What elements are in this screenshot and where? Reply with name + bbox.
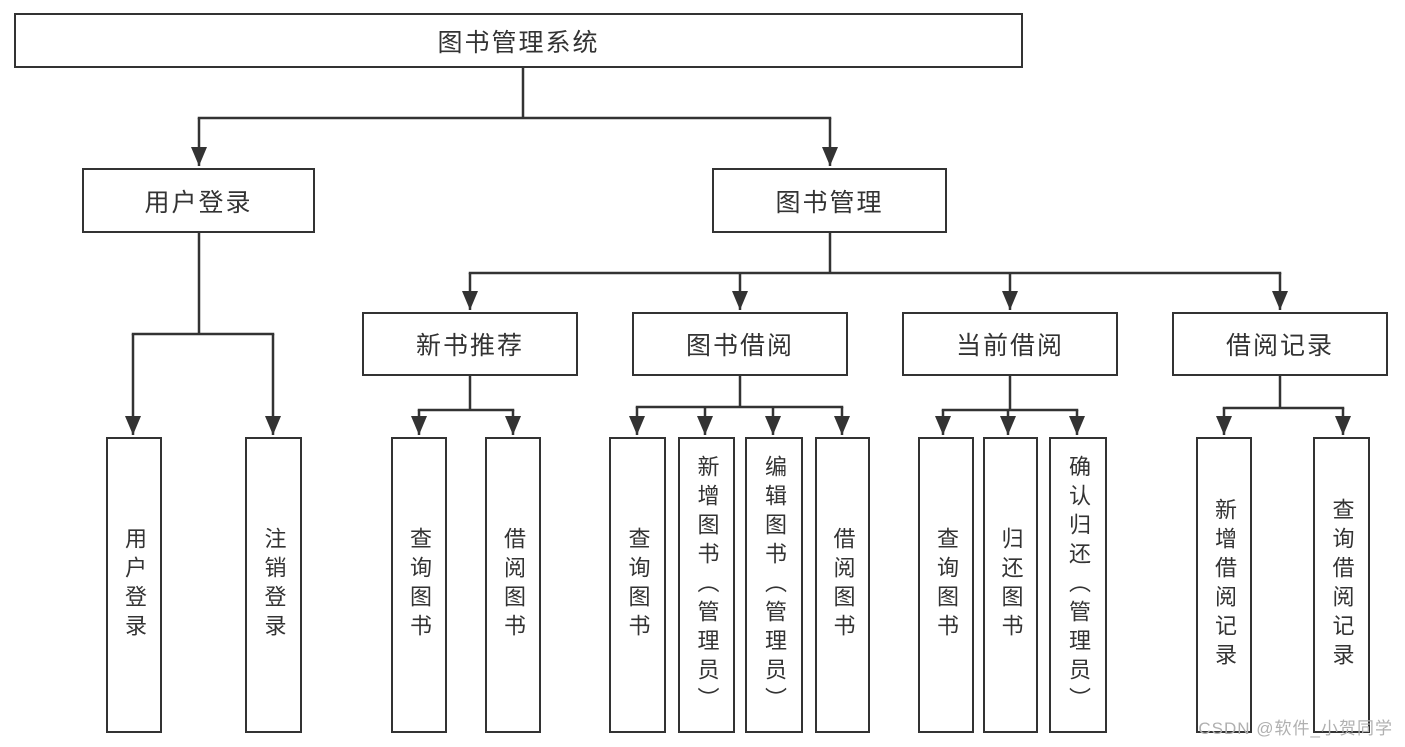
leaf-add-books-admin: 新增图书（管理员）: [678, 437, 735, 733]
leaf-logout: 注销登录: [245, 437, 302, 733]
wires-book-borrow-children: [629, 376, 850, 435]
leaf-add-borrow-record: 新增借阅记录: [1196, 437, 1252, 733]
node-box-current-borrow: 当前借阅: [902, 312, 1118, 376]
node-box-new-books: 新书推荐: [362, 312, 578, 376]
leaf-borrow-books: 借阅图书: [815, 437, 870, 733]
node-label-book-mgmt: 图书管理: [775, 188, 884, 217]
leaf-label-edit-books-admin: 编辑图书（管理员）: [762, 454, 787, 716]
node-box-root: 图书管理系统: [14, 13, 1023, 68]
leaf-user-login: 用户登录: [106, 437, 162, 733]
node-label-new-books: 新书推荐: [415, 332, 524, 360]
wires-user-login-children: [125, 233, 281, 435]
leaf-label-return-books: 归还图书: [998, 527, 1024, 643]
leaf-label-logout: 注销登录: [261, 527, 287, 643]
node-label-borrow-record: 借阅记录: [1225, 332, 1334, 360]
leaf-query-books-current: 查询图书: [918, 437, 974, 733]
leaf-query-books-new: 查询图书: [391, 437, 447, 733]
node-box-borrow-record: 借阅记录: [1172, 312, 1388, 376]
leaf-return-books: 归还图书: [983, 437, 1038, 733]
leaf-edit-books-admin: 编辑图书（管理员）: [745, 437, 803, 733]
node-label-book-borrow: 图书借阅: [685, 332, 794, 360]
leaf-label-add-books-admin: 新增图书（管理员）: [694, 454, 720, 716]
leaf-label-query-borrow-record: 查询借阅记录: [1329, 498, 1355, 672]
node-label-user-login: 用户登录: [144, 188, 253, 217]
wires-borrow-record-children: [1216, 376, 1351, 435]
node-box-user-login: 用户登录: [82, 168, 315, 233]
leaf-label-borrow-books: 借阅图书: [830, 527, 856, 643]
leaf-label-query-books-new: 查询图书: [407, 527, 432, 643]
wires-root-to-level2: [191, 68, 838, 166]
leaf-label-user-login: 用户登录: [122, 527, 147, 643]
wires-new-books-children: [411, 376, 521, 435]
leaf-confirm-return-admin: 确认归还（管理员）: [1049, 437, 1107, 733]
leaf-label-add-borrow-record: 新增借阅记录: [1212, 498, 1237, 672]
wires-current-borrow-children: [935, 376, 1085, 435]
node-label-root: 图书管理系统: [437, 28, 600, 57]
node-box-book-mgmt: 图书管理: [712, 168, 947, 233]
leaf-borrow-books-new: 借阅图书: [485, 437, 541, 733]
leaf-query-borrow-record: 查询借阅记录: [1313, 437, 1370, 733]
leaf-query-books-borrow: 查询图书: [609, 437, 666, 733]
node-label-current-borrow: 当前借阅: [955, 332, 1064, 360]
wires-book-mgmt-children: [462, 233, 1288, 310]
leaf-label-confirm-return-admin: 确认归还（管理员）: [1066, 454, 1091, 716]
leaf-label-query-books-borrow: 查询图书: [625, 527, 651, 643]
csdn-watermark: CSDN @软件_小贺同学: [1198, 719, 1393, 738]
leaf-label-borrow-books-new: 借阅图书: [501, 527, 526, 643]
leaf-label-query-books-current: 查询图书: [934, 527, 959, 643]
node-box-book-borrow: 图书借阅: [632, 312, 848, 376]
